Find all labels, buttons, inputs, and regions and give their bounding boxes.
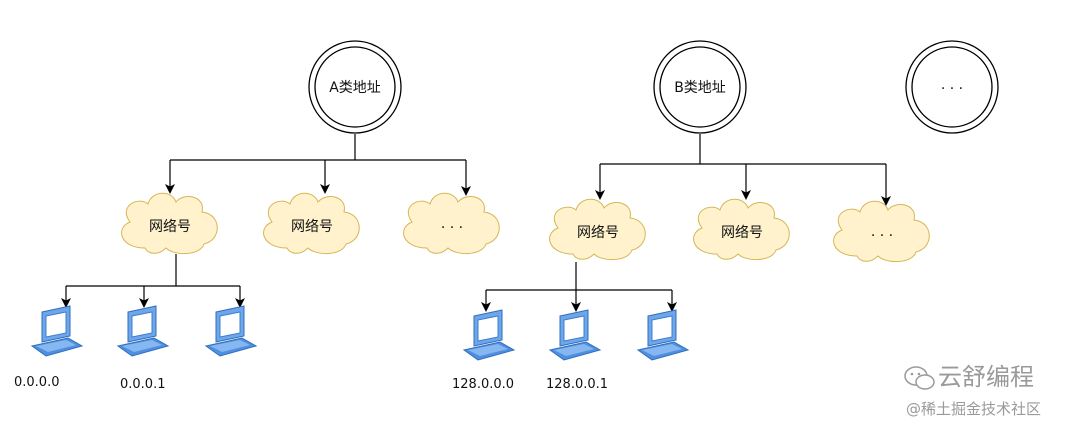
cloud-a-net1[interactable]: 网络号 <box>121 192 218 255</box>
watermark: 云舒编程 @稀土掘金技术社区 <box>904 363 1041 418</box>
laptop-icon <box>637 309 689 361</box>
cloud-a-net2[interactable]: 网络号 <box>263 192 360 255</box>
cloud-a-net2-label: 网络号 <box>291 219 333 235</box>
cloud-a-net1-label: 网络号 <box>149 219 191 235</box>
connectors-b <box>481 134 891 312</box>
node-class-a-label: A类地址 <box>329 80 381 96</box>
host-a-2-label: 0.0.0.1 <box>120 377 165 392</box>
node-class-more[interactable]: · · · <box>905 40 999 134</box>
cloud-b-more-label: · · · <box>871 228 893 244</box>
cloud-a-more[interactable]: · · · <box>403 192 500 255</box>
wechat-icon <box>904 366 935 390</box>
host-b-1[interactable] <box>463 309 515 361</box>
host-b-3[interactable] <box>637 309 689 361</box>
watermark-site: @稀土掘金技术社区 <box>906 400 1041 418</box>
cloud-b-net2[interactable]: 网络号 <box>693 198 790 261</box>
host-a-1[interactable] <box>31 305 83 357</box>
laptop-icon <box>31 305 83 357</box>
host-b-1-label: 128.0.0.0 <box>452 377 514 392</box>
node-class-a[interactable]: A类地址 <box>308 40 402 134</box>
cloud-a-more-label: · · · <box>441 220 463 236</box>
cloud-b-more[interactable]: · · · <box>833 200 930 263</box>
node-class-more-label: · · · <box>941 81 963 97</box>
connectors-a <box>61 134 471 308</box>
node-class-b[interactable]: B类地址 <box>653 40 747 134</box>
cloud-b-net1-label: 网络号 <box>577 225 619 241</box>
cloud-b-net2-label: 网络号 <box>721 225 763 241</box>
watermark-brand: 云舒编程 <box>938 363 1034 391</box>
cloud-b-net1[interactable]: 网络号 <box>549 198 646 261</box>
host-a-1-label: 0.0.0.0 <box>14 375 59 390</box>
host-b-2-label: 128.0.0.1 <box>546 377 608 392</box>
laptop-icon <box>205 305 257 357</box>
host-a-2[interactable] <box>117 305 169 357</box>
node-class-b-label: B类地址 <box>674 80 726 96</box>
laptop-icon <box>549 309 601 361</box>
laptop-icon <box>463 309 515 361</box>
laptop-icon <box>117 305 169 357</box>
host-b-2[interactable] <box>549 309 601 361</box>
host-a-3[interactable] <box>205 305 257 357</box>
